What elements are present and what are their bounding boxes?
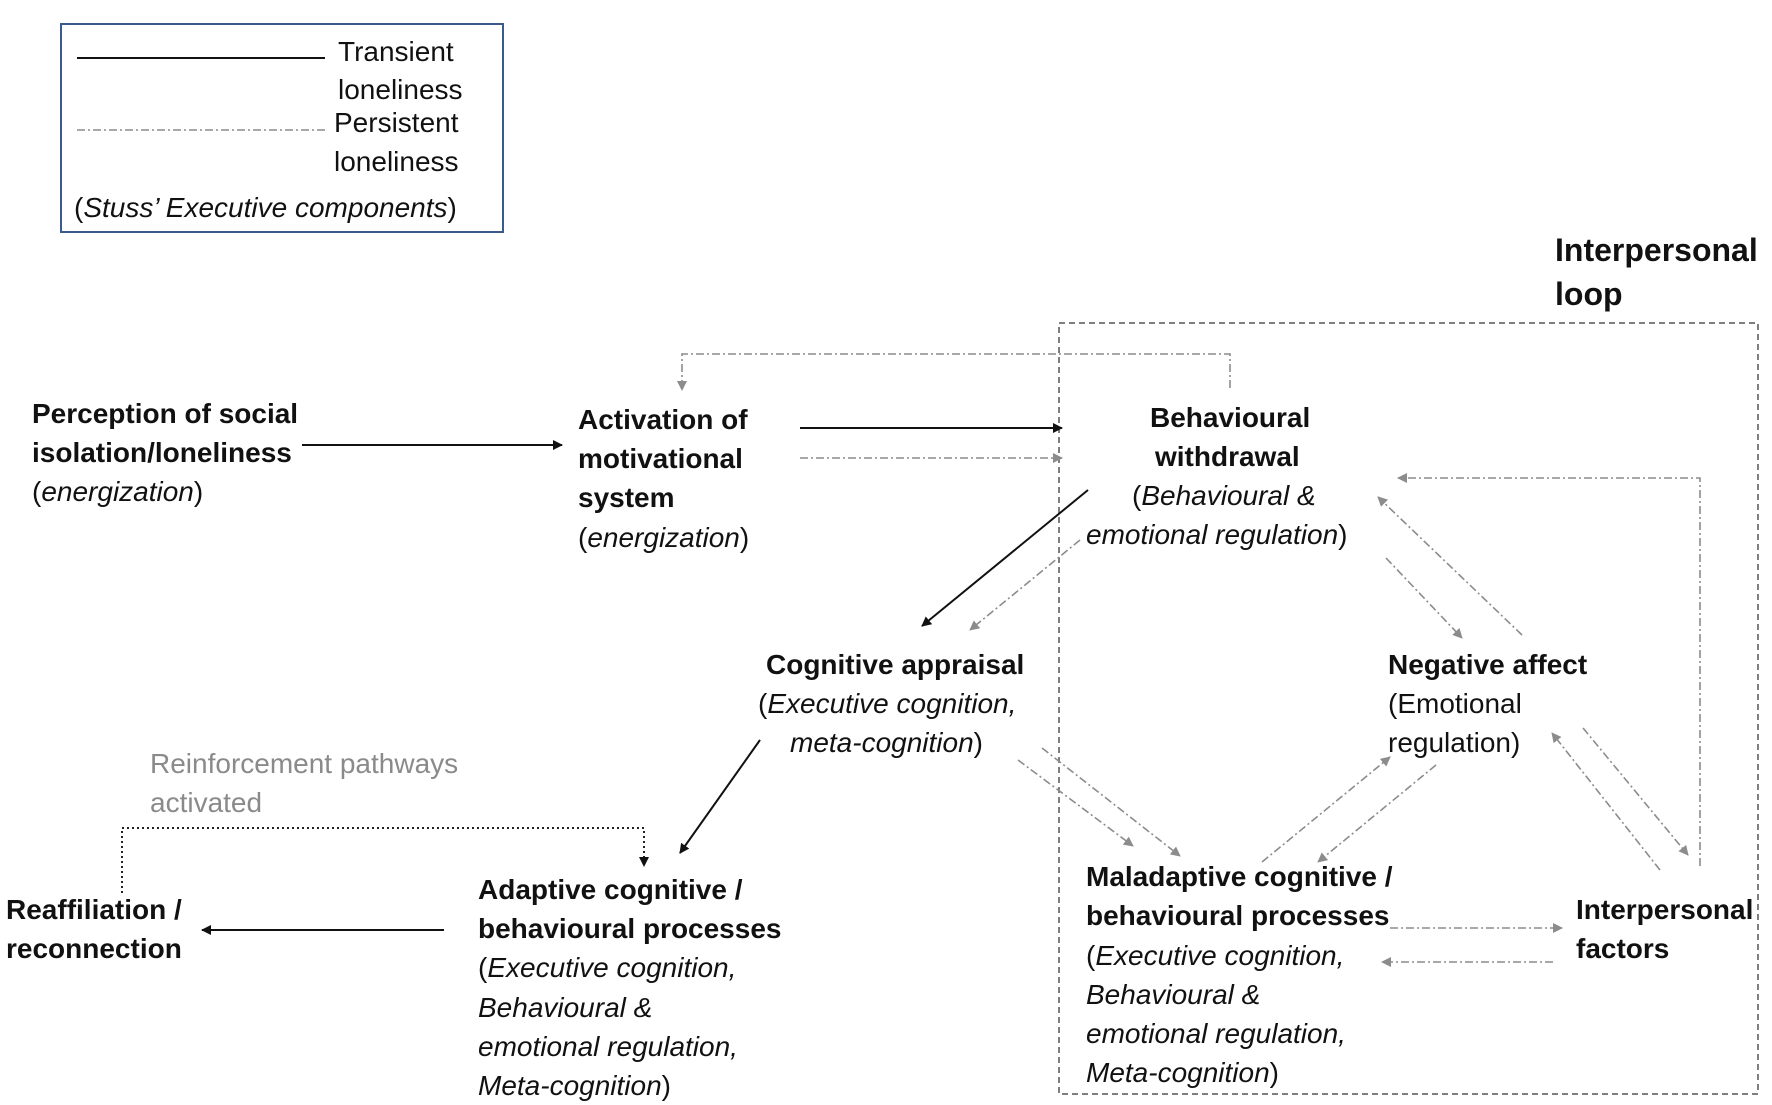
reinforcement-label-line2: activated (150, 787, 263, 818)
adaptive-title-line2: behavioural processes (478, 913, 782, 944)
activation-title-line1: Activation of (578, 404, 748, 435)
interpersonal-factors-title-line1: Interpersonal (1576, 894, 1754, 925)
withdrawal-title-line2: withdrawal (1155, 441, 1300, 472)
legend-persistent-line1: Persistent (334, 107, 459, 138)
activation-subtitle: (energization) (578, 522, 750, 553)
negative-affect-subtitle-line2: regulation) (1388, 727, 1521, 758)
reaffiliation-title-line1: Reaffiliation / (6, 894, 182, 925)
legend-note: (Stuss’ Executive components) (74, 192, 457, 223)
interpersonal-loop-box (1058, 322, 1759, 1095)
legend (60, 23, 504, 233)
interpersonal-factors-title-line2: factors (1576, 933, 1670, 964)
adaptive-subtitle-line4: Meta-cognition) (478, 1070, 671, 1101)
appraisal-title: Cognitive appraisal (766, 649, 1025, 680)
maladaptive-subtitle-line4: Meta-cognition) (1086, 1057, 1279, 1088)
activation-title-line2: motivational (578, 443, 743, 474)
maladaptive-title-line2: behavioural processes (1086, 900, 1390, 931)
arrow-negative-maladaptive (1317, 764, 1437, 863)
perception-title-line2: isolation/loneliness (32, 437, 292, 468)
negative-affect-subtitle-line1: (Emotional (1388, 688, 1522, 719)
arrow-reinforcement-pathway (121, 827, 649, 893)
withdrawal-title-line1: Behavioural (1150, 402, 1311, 433)
arrow-interpersonal-withdrawal (1397, 473, 1701, 866)
maladaptive-subtitle-line1: (Executive cognition, (1086, 940, 1345, 971)
reaffiliation-title-line2: reconnection (6, 933, 182, 964)
appraisal-subtitle-line1: (Executive cognition, (758, 688, 1017, 719)
arrow-appraisal-maladaptive-1 (1017, 759, 1134, 847)
adaptive-subtitle-line2: Behavioural & (478, 992, 653, 1023)
arrow-negative-withdrawal (1377, 496, 1523, 636)
arrow-withdrawal-appraisal-persistent (969, 539, 1081, 631)
legend-transient-line1: Transient (338, 36, 454, 67)
perception-title-line1: Perception of social (32, 398, 299, 429)
interpersonal-loop-title-line1: Interpersonal (1555, 232, 1758, 268)
maladaptive-title-line1: Maladaptive cognitive / (1086, 861, 1393, 892)
arrow-appraisal-adaptive (679, 739, 761, 854)
reinforcement-label-line1: Reinforcement pathways (150, 748, 459, 779)
arrow-maladaptive-negative (1261, 756, 1391, 863)
withdrawal-subtitle-line2: emotional regulation) (1086, 519, 1348, 550)
arrow-withdrawal-activation-feedback (677, 353, 1231, 391)
maladaptive-subtitle-line3: emotional regulation, (1086, 1018, 1346, 1049)
arrow-interpersonal-negative (1551, 732, 1661, 871)
withdrawal-subtitle-line1: (Behavioural & (1132, 480, 1316, 511)
arrow-withdrawal-negative (1385, 557, 1463, 639)
maladaptive-subtitle-line2: Behavioural & (1086, 979, 1261, 1010)
negative-affect-title: Negative affect (1388, 649, 1588, 680)
adaptive-subtitle-line1: (Executive cognition, (478, 952, 737, 983)
appraisal-subtitle-line2: meta-cognition) (790, 727, 983, 758)
adaptive-subtitle-line3: emotional regulation, (478, 1031, 738, 1062)
adaptive-title-line1: Adaptive cognitive / (478, 874, 743, 905)
legend-transient-line2: loneliness (338, 74, 463, 105)
arrow-negative-interpersonal (1582, 727, 1689, 856)
perception-subtitle: (energization) (32, 476, 204, 507)
legend-persistent-line2: loneliness (334, 146, 459, 177)
interpersonal-loop-title-line2: loop (1555, 276, 1623, 312)
arrow-withdrawal-appraisal-solid (921, 489, 1089, 627)
arrow-appraisal-maladaptive-2 (1041, 747, 1181, 857)
activation-title-line3: system (578, 482, 675, 513)
